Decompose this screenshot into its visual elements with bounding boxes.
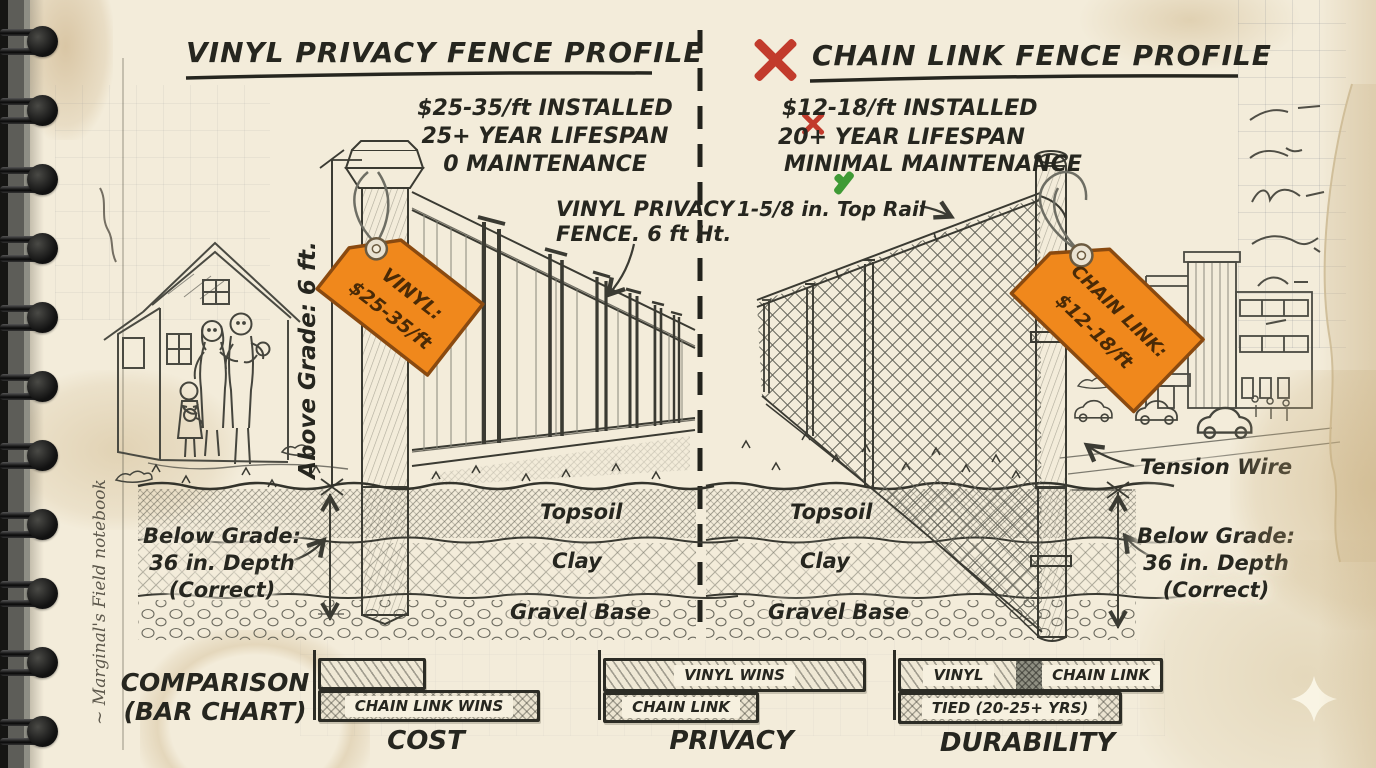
clay-label-right: Clay: [800, 549, 850, 573]
vinyl-stat-lifespan: 25+ YEAR LIFESPAN: [421, 124, 669, 149]
vinyl-stat-maintenance: 0 MAINTENANCE: [443, 152, 647, 177]
gravel-label-left: Gravel Base: [510, 600, 652, 624]
durability-segment-chain-link: CHAIN LINK: [1042, 661, 1160, 689]
torn-edge-shading: [1318, 0, 1376, 768]
durability-category-label: DURABILITY: [939, 728, 1116, 758]
chainlink-stat-maintenance: MINIMAL MAINTENANCE: [784, 152, 1082, 177]
spiral-ring: [0, 577, 58, 611]
annotation-arrows: [293, 200, 1151, 562]
chain-link-tag-price: $12-18/ft: [1051, 289, 1138, 374]
cost-category-label: COST: [387, 726, 465, 756]
chain-link-tag-label: CHAIN LINK:: [1067, 261, 1171, 363]
comparison-chart-label-line2: (BAR CHART): [123, 697, 307, 726]
spiral-ring: [0, 715, 58, 749]
left-panel-title: VINYL PRIVACY FENCE PROFILE: [186, 36, 704, 69]
privacy-bar-chain-link-label: CHAIN LINK: [622, 697, 740, 718]
notebook-binding: [0, 0, 30, 768]
durability-axis-line: [893, 650, 896, 720]
vinyl-fence-annotation-line1: VINYL PRIVACY: [556, 197, 734, 221]
privacy-bar-vinyl: VINYL WINS: [603, 658, 866, 692]
below-grade-label-right-line3: (Correct): [1162, 578, 1270, 602]
right-panel-title: CHAIN LINK FENCE PROFILE: [812, 39, 1272, 72]
gravel-label-right: Gravel Base: [768, 600, 910, 624]
durability-segment-vinyl: VINYL: [901, 661, 1017, 689]
price-tag-vinyl: VINYL: $25-35/ft: [315, 171, 485, 377]
vinyl-fence-annotation-line2: FENCE. 6 ft Ht.: [556, 222, 732, 246]
spiral-ring: [0, 232, 58, 266]
vinyl-stat-cost: $25-35/ft INSTALLED: [417, 96, 673, 121]
chain-link-fence-sketch: [741, 150, 1072, 642]
cars-sketch: [1074, 399, 1253, 439]
spiral-ring: [0, 508, 58, 542]
durability-bar-tied: TIED (20-25+ YRS): [898, 692, 1122, 724]
durability-vinyl-label: VINYL: [923, 664, 994, 686]
spiral-ring: [0, 301, 58, 335]
below-grade-label-right-line1: Below Grade:: [1136, 524, 1296, 548]
chainlink-stat-cost: $12-18/ft INSTALLED: [782, 96, 1038, 121]
spiral-ring: [0, 25, 58, 59]
cost-bar-label: CHAIN LINK WINS: [344, 695, 514, 717]
privacy-bar-vinyl-label: VINYL WINS: [674, 664, 795, 686]
cost-bar-chain-link: CHAIN LINK WINS: [318, 690, 540, 722]
red-x-icon: [752, 36, 798, 82]
vinyl-tag-price: $25-35/ft: [345, 277, 437, 355]
spiral-ring: [0, 646, 58, 680]
vinyl-tag-label: VINYL:: [377, 264, 447, 325]
title-underline-left: [185, 71, 653, 80]
comparison-chart-label-line1: COMPARISON: [120, 668, 310, 697]
below-grade-label-left-line3: (Correct): [168, 578, 276, 602]
spiral-ring: [0, 439, 58, 473]
below-grade-label-left-line2: 36 in. Depth: [149, 551, 295, 575]
dimension-line-above-grade: [319, 149, 362, 496]
privacy-axis-line: [598, 650, 601, 720]
cost-axis-line: [313, 650, 316, 720]
price-tag-chain-link: CHAIN LINK: $12-18/ft: [1009, 170, 1205, 414]
dimension-line-below-grade-left: [318, 492, 344, 622]
topsoil-label-right: Topsoil: [790, 500, 873, 524]
grid-paper-patch: [55, 85, 270, 320]
margin-note: ~ Marginal's Field notebook: [90, 479, 110, 725]
tension-wire-annotation: Tension Wire: [1140, 455, 1293, 479]
durability-segment-divider: [1016, 661, 1043, 689]
privacy-bar-chain-link: CHAIN LINK: [603, 692, 759, 723]
margin-rule-line: [122, 58, 124, 750]
topsoil-label-left: Topsoil: [540, 500, 623, 524]
cost-bar-vinyl: [318, 658, 426, 690]
torn-paper-edge: [1323, 83, 1376, 563]
clay-label-left: Clay: [552, 549, 602, 573]
house-sketch: [103, 241, 301, 463]
spiral-ring: [0, 94, 58, 128]
below-grade-label-right-line2: 36 in. Depth: [1143, 551, 1289, 575]
buildings-sketch: [1059, 251, 1341, 475]
dimension-line-below-grade-right: [1072, 481, 1132, 630]
privacy-category-label: PRIVACY: [669, 726, 794, 756]
durability-bar-split: VINYL CHAIN LINK: [898, 658, 1163, 692]
spiral-ring: [0, 163, 58, 197]
chainlink-stat-lifespan: 20+ YEAR LIFESPAN: [778, 125, 1025, 150]
durability-chain-link-label: CHAIN LINK: [1042, 664, 1160, 686]
star-watermark: [1291, 676, 1337, 722]
title-underline-right: [809, 74, 1239, 83]
spiral-ring: [0, 370, 58, 404]
top-rail-annotation: 1-5/8 in. Top Rail: [737, 197, 926, 221]
above-grade-label: Above Grade: 6 ft.: [294, 241, 321, 479]
durability-tied-label: TIED (20-25+ YRS): [921, 697, 1099, 719]
below-grade-label-left-line1: Below Grade:: [142, 524, 302, 548]
